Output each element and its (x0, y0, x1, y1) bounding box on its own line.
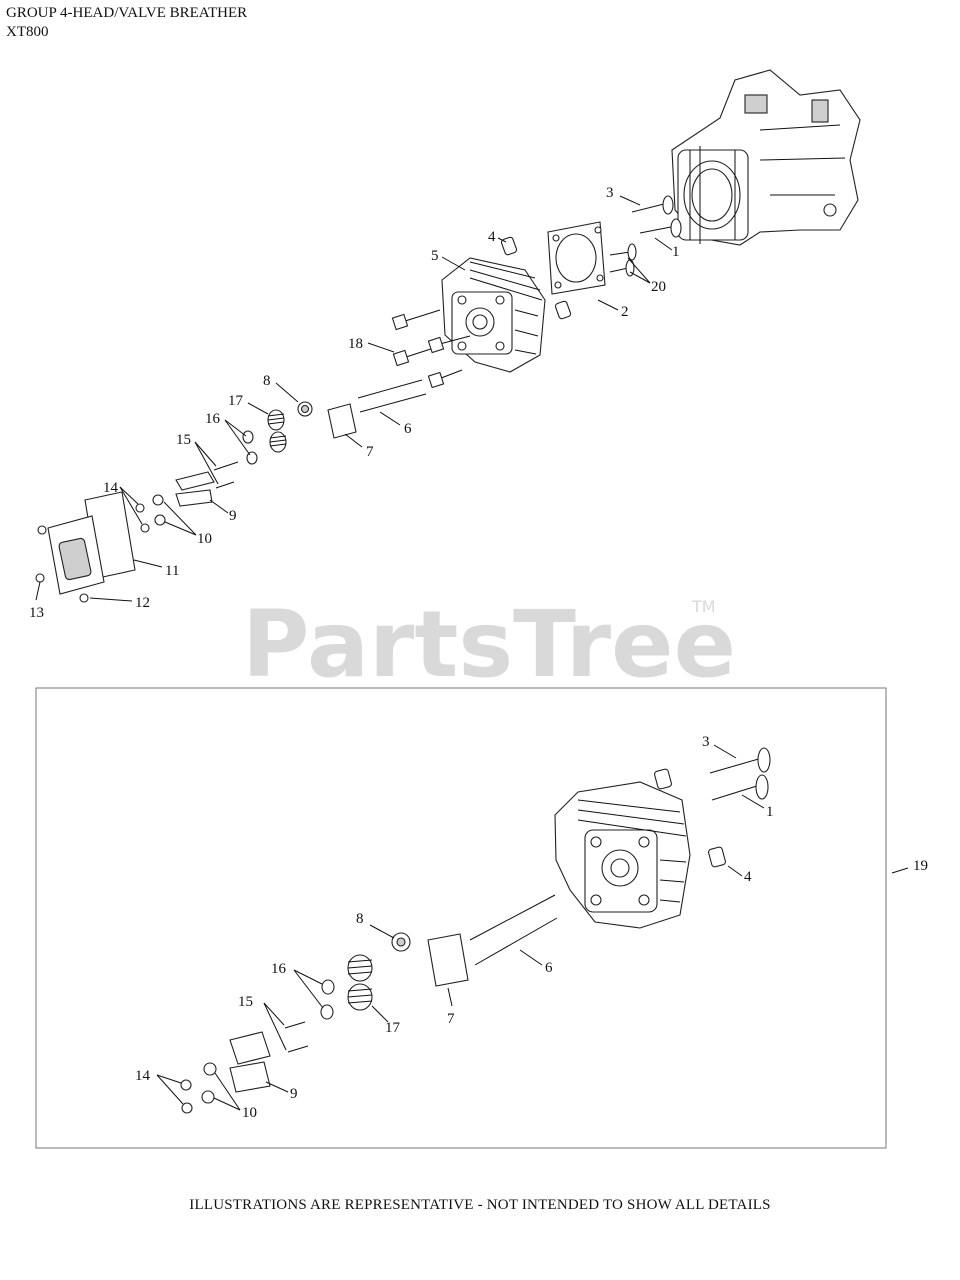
kit-pivot (203, 1062, 217, 1076)
valve-set (609, 195, 682, 277)
kit-rocker-arm (229, 1061, 271, 1093)
callout-2: 2 (621, 304, 629, 320)
kit-push-rod (469, 894, 556, 941)
kit-callout-6: 6 (545, 960, 553, 976)
kit-callout-1: 1 (766, 804, 774, 820)
kit-rocker-arm (229, 1031, 271, 1065)
spring-retainer (242, 430, 254, 444)
callout-18: 18 (348, 336, 363, 352)
callout-17: 17 (228, 393, 244, 409)
kit-callout-16: 16 (271, 961, 287, 977)
kit-callout-9: 9 (290, 1086, 298, 1102)
push-rod (357, 379, 423, 399)
callout-5: 5 (431, 248, 439, 264)
callout-14: 14 (103, 480, 119, 496)
kit-valve-springs (347, 954, 373, 1011)
kit-callout-10: 10 (242, 1105, 257, 1121)
cover-screw (37, 525, 47, 535)
kit-pivot (201, 1090, 215, 1104)
callout-4: 4 (488, 229, 496, 245)
callout-6: 6 (404, 421, 412, 437)
rocker-nut (135, 503, 145, 513)
main-callouts: 3 4 1 5 20 2 18 8 6 17 16 7 15 14 9 10 1… (29, 185, 680, 621)
kit-cylinder-head (554, 781, 691, 929)
callout-1: 1 (672, 244, 680, 260)
callout-11: 11 (165, 563, 179, 579)
callout-16: 16 (205, 411, 221, 427)
cover-screw (35, 573, 45, 583)
kit-retainer (320, 1004, 334, 1020)
guide-plate (327, 403, 357, 439)
kit-box (35, 687, 887, 1149)
watermark-text: PartsTree (242, 591, 736, 698)
dowel-pin (554, 300, 572, 320)
valve-springs (267, 409, 287, 453)
callout-15: 15 (176, 432, 191, 448)
cover-screw (79, 593, 89, 603)
rocker-pivot (154, 514, 166, 526)
rocker-stud (215, 481, 235, 489)
kit-callout-17: 17 (385, 1020, 401, 1036)
kit-callout-7: 7 (447, 1011, 455, 1027)
kit-callout-15: 15 (238, 994, 253, 1010)
diagram-title: GROUP 4-HEAD/VALVE BREATHER (6, 5, 248, 21)
callout-3: 3 (606, 185, 614, 201)
kit-push-rod (474, 917, 558, 966)
push-rod (359, 393, 427, 413)
head-gasket (547, 221, 606, 295)
dowel-pin (500, 236, 518, 256)
kit-guide-plate (427, 933, 469, 987)
watermark-tm: TM (691, 597, 716, 616)
kit-stud (284, 1021, 306, 1029)
callout-8: 8 (263, 373, 271, 389)
cylinder-head (441, 257, 546, 373)
kit-callout-4: 4 (744, 869, 752, 885)
rocker-nut (140, 523, 150, 533)
callout-19: 19 (913, 858, 928, 874)
kit-callout-14: 14 (135, 1068, 151, 1084)
main-leaders (35, 195, 673, 602)
rocker-arm (175, 471, 215, 491)
kit-callout-3: 3 (702, 734, 710, 750)
kit-callout-8: 8 (356, 911, 364, 927)
kit-nut (180, 1079, 192, 1091)
kit-callouts: 3 1 4 19 8 6 16 7 17 15 14 9 10 (135, 734, 928, 1121)
callout-20: 20 (651, 279, 666, 295)
kit-stud (287, 1045, 309, 1053)
callout-10: 10 (197, 531, 212, 547)
disclaimer-footer: ILLUSTRATIONS ARE REPRESENTATIVE - NOT I… (189, 1197, 771, 1213)
head-bolts (391, 309, 471, 389)
kit-valves (709, 747, 771, 801)
crankcase-block (671, 69, 861, 246)
kit-leaders (156, 744, 909, 1111)
rocker-pivot (152, 494, 164, 506)
model-number: XT800 (6, 24, 49, 40)
kit-valve-guide (708, 846, 726, 868)
valve-cover (47, 515, 105, 595)
kit-nut (181, 1102, 193, 1114)
kit-valve-guide (654, 768, 672, 790)
callout-7: 7 (366, 444, 374, 460)
callout-12: 12 (135, 595, 150, 611)
callout-13: 13 (29, 605, 44, 621)
spring-retainer (246, 451, 258, 465)
rocker-stud (213, 461, 239, 471)
callout-9: 9 (229, 508, 237, 524)
rocker-arm (175, 489, 213, 507)
kit-retainer (321, 979, 335, 995)
